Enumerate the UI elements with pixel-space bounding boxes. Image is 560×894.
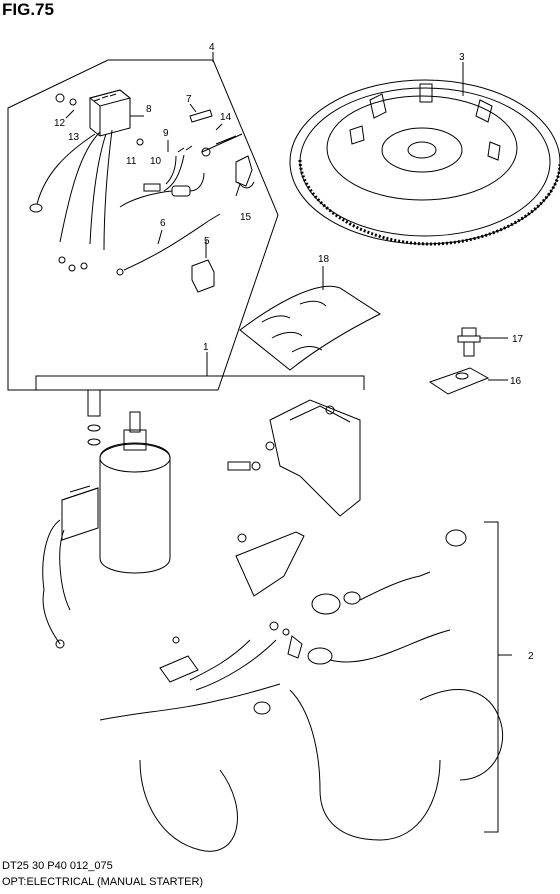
figure-title: FIG.75 bbox=[2, 0, 54, 19]
callout-16: 16 bbox=[510, 376, 522, 387]
bag-part bbox=[239, 266, 382, 371]
callout-4: 4 bbox=[209, 42, 215, 53]
callout-3: 3 bbox=[459, 52, 465, 63]
kit-2-bracket bbox=[484, 521, 499, 833]
starter-motor-part bbox=[42, 389, 171, 649]
figure-code: DT25 30 P40 012_075 bbox=[2, 860, 113, 872]
callout-10: 10 bbox=[150, 156, 162, 167]
regulator-part bbox=[29, 89, 132, 272]
callout-6: 6 bbox=[160, 218, 166, 229]
callout-13: 13 bbox=[68, 132, 80, 143]
leader-lines bbox=[65, 103, 241, 258]
callout-9: 9 bbox=[163, 128, 169, 139]
callout-2: 2 bbox=[528, 651, 534, 662]
callout-17: 17 bbox=[512, 334, 524, 345]
kit-1-bracket bbox=[35, 375, 365, 390]
callout-8: 8 bbox=[146, 104, 152, 115]
callout-5: 5 bbox=[204, 236, 210, 247]
callout-15: 15 bbox=[240, 212, 252, 223]
kit-4-outline bbox=[7, 59, 279, 391]
mount-bracket-part bbox=[227, 399, 361, 517]
callout-12: 12 bbox=[54, 118, 66, 129]
bolt-and-plate bbox=[428, 327, 508, 395]
callout-1: 1 bbox=[203, 342, 209, 353]
callout-7: 7 bbox=[186, 94, 192, 105]
callout-14: 14 bbox=[220, 112, 232, 123]
flywheel-part bbox=[289, 62, 560, 246]
callout-11: 11 bbox=[126, 156, 137, 167]
harness-part bbox=[99, 529, 504, 852]
callout-18: 18 bbox=[318, 254, 330, 265]
figure-name: OPT:ELECTRICAL (MANUAL STARTER) bbox=[2, 876, 204, 888]
callout-labels: 4 3 8 7 14 12 13 9 10 11 15 6 5 18 17 16… bbox=[54, 42, 534, 662]
small-parts bbox=[116, 109, 255, 293]
